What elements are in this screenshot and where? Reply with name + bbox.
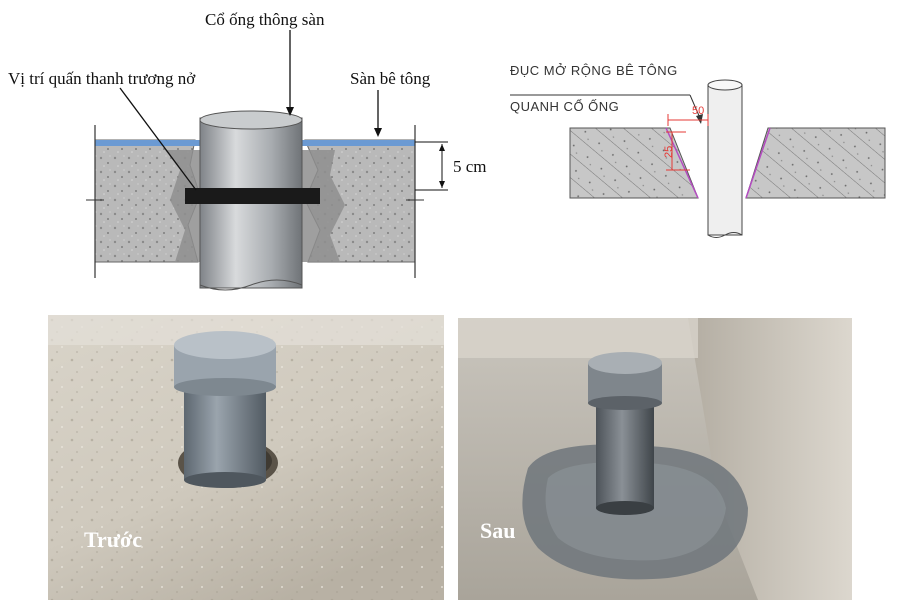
depth-dimension	[415, 141, 448, 191]
slab-left-section	[569, 127, 699, 199]
grout-fill	[165, 150, 345, 262]
photo-after: Sau	[458, 318, 852, 600]
chisel-note-line2: QUANH CỔ ỐNG	[510, 99, 619, 114]
dimension-vertical-label: 25	[663, 146, 675, 158]
depth-label: 5 cm	[453, 157, 487, 176]
expansion-band	[185, 188, 320, 204]
pipe-sleeve-cross-section: 5 cm Cổ ống thông sàn Vị trí quấn thanh …	[0, 0, 520, 300]
pipe	[707, 79, 743, 238]
before-label: Trước	[84, 527, 142, 552]
dimension-horizontal-label: 50	[692, 105, 704, 117]
photo-before: Trước	[48, 315, 444, 600]
pvc-pipe-after	[588, 352, 662, 515]
pipe-sleeve-label: Cổ ống thông sàn	[205, 10, 325, 29]
chiseling-detail-drawing: ĐỤC MỞ RỘNG BÊ TÔNG QUANH CỔ ỐNG 50 25	[490, 40, 900, 250]
after-label: Sau	[480, 518, 515, 543]
wall	[688, 318, 852, 600]
chisel-outline-right	[745, 127, 771, 199]
chisel-outline-left	[665, 127, 699, 199]
anchor-position-label: Vị trí quấn thanh trương nở	[8, 69, 196, 88]
dimension-vertical	[666, 131, 690, 171]
concrete-slab-label: Sàn bê tông	[350, 69, 431, 88]
chisel-note-line1: ĐỤC MỞ RỘNG BÊ TÔNG	[510, 63, 678, 78]
pvc-pipe-before	[174, 331, 276, 488]
dimension-horizontal	[667, 114, 709, 126]
